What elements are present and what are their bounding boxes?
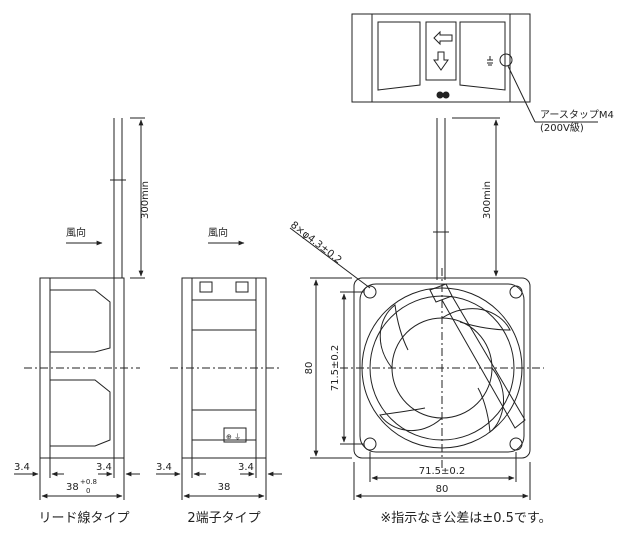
mount-hole-tr	[509, 285, 523, 299]
ground-symbol-icon	[487, 56, 493, 66]
outer-height-label: 80	[304, 362, 315, 375]
airflow-label-terminal: 風向	[208, 226, 228, 239]
airflow-label-lead: 風向	[66, 226, 86, 239]
terminal-block	[223, 427, 247, 443]
pitch-width-label: 71.5±0.2	[419, 466, 466, 477]
outer-width-label: 80	[436, 484, 449, 495]
airflow-left-arrow-icon	[433, 30, 453, 46]
lead-side-b: 3.4	[96, 462, 112, 473]
terminal-depth: 38	[218, 482, 231, 493]
lead-depth-tol-upper: +0.8	[80, 478, 97, 486]
lead-depth: 38	[66, 482, 79, 493]
terminal-type-caption: 2端子タイプ	[187, 511, 260, 526]
cable-length-label-front: 300min	[482, 181, 493, 219]
terminal-side-a: 3.4	[156, 462, 172, 473]
mount-hole-bl	[363, 437, 377, 451]
fan-frame	[353, 277, 531, 459]
terminal-side-b: 3.4	[238, 462, 254, 473]
front-view	[289, 117, 544, 500]
pitch-height-label: 71.5±0.2	[330, 345, 341, 392]
center-hub-block	[425, 21, 457, 81]
tolerance-note: ※指示なき公差は±0.5です。	[380, 511, 551, 526]
cable-length-label: 300min	[140, 181, 151, 219]
terminal-type-side-view	[156, 240, 282, 500]
earth-tap-note: (200V級)	[540, 121, 584, 134]
lead-type-side-view	[14, 117, 145, 500]
lead-depth-tol-lower: 0	[86, 487, 90, 495]
front-cable	[436, 118, 446, 280]
top-view	[351, 13, 598, 123]
rotation-down-arrow-icon	[433, 51, 449, 71]
earth-tap-label: アースタップM4	[540, 109, 614, 121]
lead-side-a: 3.4	[14, 462, 30, 473]
earth-tap-icon	[499, 53, 513, 67]
cable-clamp	[429, 283, 453, 303]
top-view-outline	[351, 13, 531, 103]
terminal-marks: ⊕ ⏚	[226, 433, 241, 441]
mount-hole-br	[509, 437, 523, 451]
lead-type-caption: リード線タイプ	[38, 510, 129, 526]
lead-cable	[113, 118, 123, 278]
hole-spec-label: 8×φ4.3±0.2	[288, 220, 343, 267]
